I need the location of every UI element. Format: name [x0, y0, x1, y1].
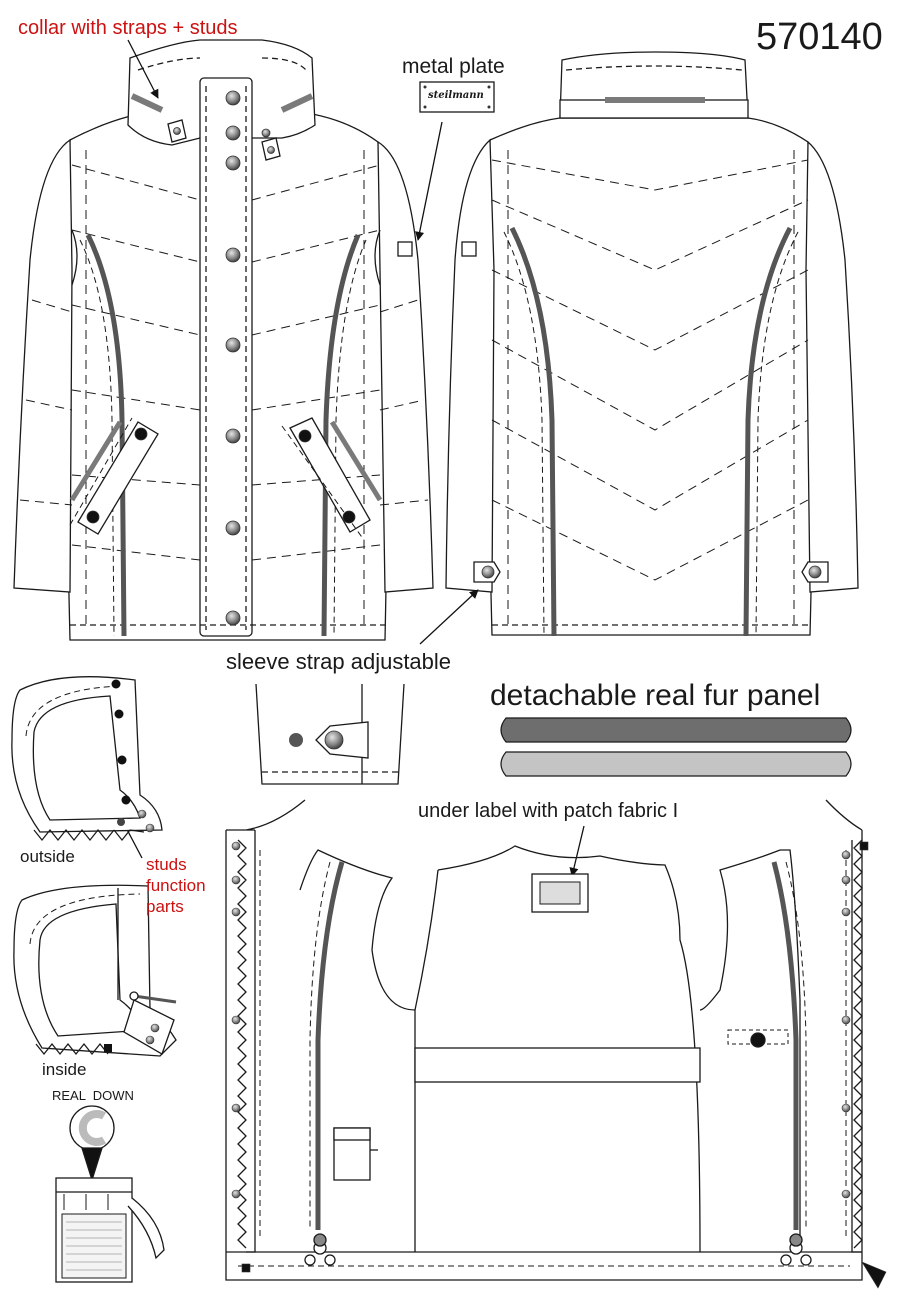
under-label-callout: under label with patch fabric I	[418, 800, 679, 822]
front-placket	[199, 77, 253, 637]
zipper-puller-icon	[304, 1233, 336, 1266]
lining-studs	[231, 841, 887, 1289]
back-left-sleeve	[445, 138, 495, 593]
article-number: 570140	[756, 16, 883, 58]
back-view	[445, 51, 859, 637]
front-right-sleeve	[377, 140, 434, 593]
front-pocket-right	[281, 417, 383, 541]
sleeve-strap-detail	[255, 683, 405, 785]
back-studs	[481, 565, 822, 579]
back-piping-right	[743, 226, 793, 637]
callout-arrow-icon	[569, 825, 585, 877]
hood-outside-studs	[111, 679, 155, 833]
studs-callout-line3: parts	[146, 897, 184, 916]
hood-inside	[13, 884, 177, 1057]
back-body-outline	[486, 117, 815, 636]
drawcord	[133, 994, 177, 1004]
hood-inside-label: inside	[42, 1060, 87, 1079]
metal-plate	[419, 81, 495, 113]
fur-edge-right	[853, 839, 863, 1249]
hood-outside-label: outside	[20, 847, 75, 866]
front-left-sleeve	[13, 138, 73, 593]
callout-arrow-icon	[415, 121, 443, 241]
sleeve-strap-callout: sleeve strap adjustable	[226, 649, 452, 674]
front-pocket-left	[69, 417, 159, 535]
lining-piping-right	[771, 861, 799, 1230]
studs-callout-line2: function	[146, 876, 206, 895]
front-piping-left	[85, 233, 127, 637]
metal-plate-callout: metal plate	[402, 55, 505, 78]
fur-panel-dark	[500, 717, 852, 743]
real-down-label: REAL DOWN	[52, 1088, 134, 1103]
fur-panel-light	[500, 751, 852, 777]
collar-callout: collar with straps + studs	[18, 17, 238, 39]
callout-arrow-icon	[419, 589, 479, 645]
fur-edge-left	[237, 839, 247, 1249]
hood-outside	[11, 676, 163, 841]
studs-callout-line1: studs	[146, 855, 187, 874]
lining-view	[225, 799, 863, 1281]
front-studs	[86, 90, 356, 626]
fur-panels	[500, 717, 852, 777]
back-right-sleeve	[805, 140, 859, 593]
front-view	[13, 39, 434, 641]
callout-arrow-icon	[127, 39, 159, 99]
collar-strap-left	[130, 93, 164, 113]
fur-panel-callout: detachable real fur panel	[490, 679, 821, 712]
back-piping-left	[509, 226, 557, 637]
metal-plate-brand: steilmann	[428, 90, 484, 101]
zipper-puller-icon	[780, 1233, 812, 1266]
lining-piping-left	[315, 861, 345, 1230]
front-piping-right	[321, 234, 361, 637]
collar-strap-right	[280, 93, 314, 113]
down-hangtag-icon	[55, 1105, 165, 1283]
